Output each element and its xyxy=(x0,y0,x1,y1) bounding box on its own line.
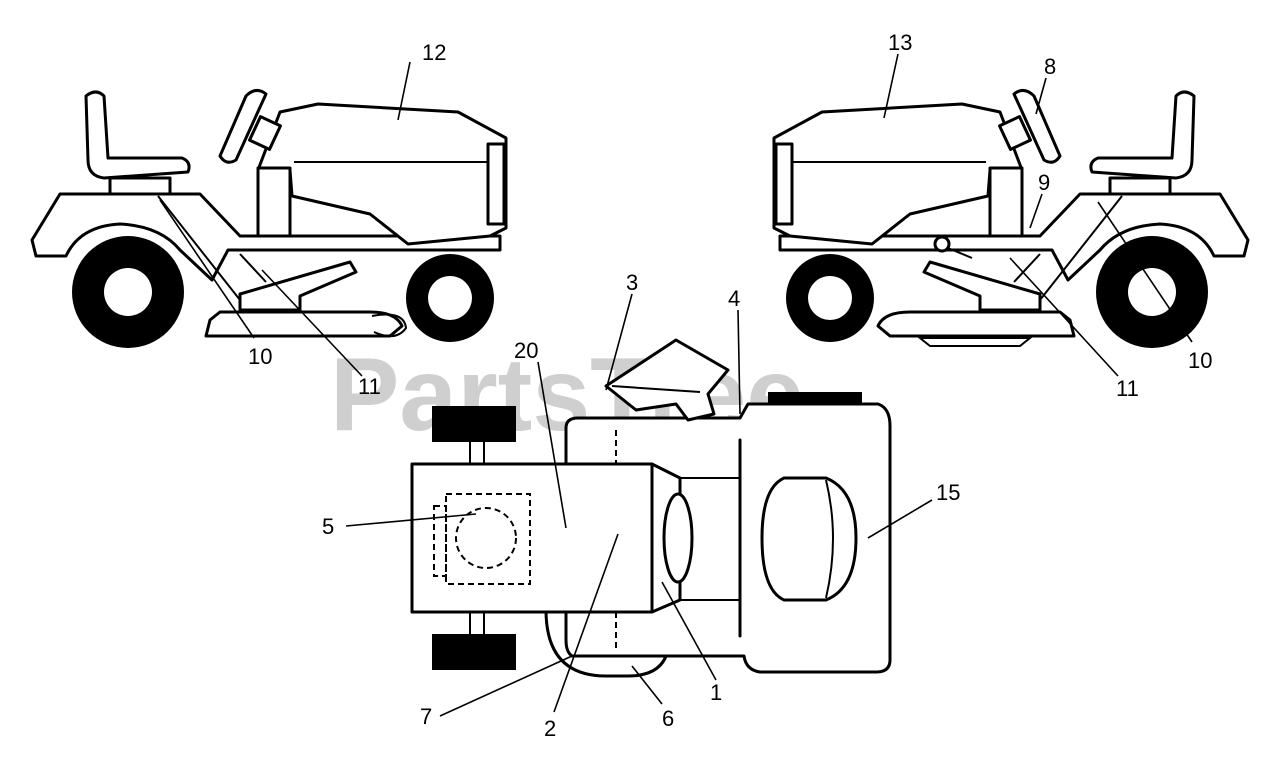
callout-12: 12 xyxy=(422,40,446,65)
left-seat-base xyxy=(108,176,172,196)
callout-3: 3 xyxy=(626,270,638,295)
callout-11-right: 11 xyxy=(1116,376,1139,401)
callout-9: 9 xyxy=(1038,170,1050,195)
right-hood xyxy=(772,102,1024,246)
left-side-tractor xyxy=(30,89,508,348)
callout-10-right: 10 xyxy=(1188,348,1212,373)
callout-labels: 12 10 11 13 8 9 10 11 3 4 20 5 15 1 6 2 … xyxy=(248,30,1212,741)
callout-8: 8 xyxy=(1044,54,1056,79)
top-steering-wheel xyxy=(604,338,730,422)
callout-20: 20 xyxy=(514,338,538,363)
left-hood xyxy=(256,102,508,246)
left-seat xyxy=(84,90,191,180)
top-rear-wheel-upper xyxy=(432,406,516,442)
right-steering-wheel xyxy=(1012,89,1062,164)
callout-7: 7 xyxy=(420,704,432,729)
right-key-decal xyxy=(933,235,951,253)
right-seat xyxy=(1089,90,1196,180)
callout-6: 6 xyxy=(662,706,674,731)
top-steering-hub xyxy=(662,492,694,584)
right-side-tractor xyxy=(772,89,1250,348)
top-front-bumper xyxy=(768,392,862,404)
callout-2: 2 xyxy=(544,716,556,741)
right-grille xyxy=(774,142,794,226)
right-seat-base xyxy=(1108,176,1172,196)
callout-15: 15 xyxy=(936,480,960,505)
callout-10-left: 10 xyxy=(248,344,272,369)
left-mower-deck xyxy=(204,310,404,338)
callout-1: 1 xyxy=(710,680,722,705)
right-mower-deck xyxy=(876,310,1076,338)
left-steering-wheel xyxy=(218,89,268,164)
callout-4: 4 xyxy=(728,286,740,311)
callout-13: 13 xyxy=(888,30,912,55)
top-view-tractor xyxy=(410,338,892,678)
callout-5: 5 xyxy=(322,514,334,539)
leader-lines xyxy=(159,53,1193,717)
top-hood-oval xyxy=(760,476,858,602)
top-rear-wheel-lower xyxy=(432,634,516,670)
left-grille xyxy=(486,142,506,226)
right-lift-lever xyxy=(922,260,1042,312)
callout-11-left: 11 xyxy=(358,374,381,399)
left-dash xyxy=(256,166,292,238)
left-lift-lever xyxy=(238,260,358,312)
right-dash xyxy=(988,166,1024,238)
